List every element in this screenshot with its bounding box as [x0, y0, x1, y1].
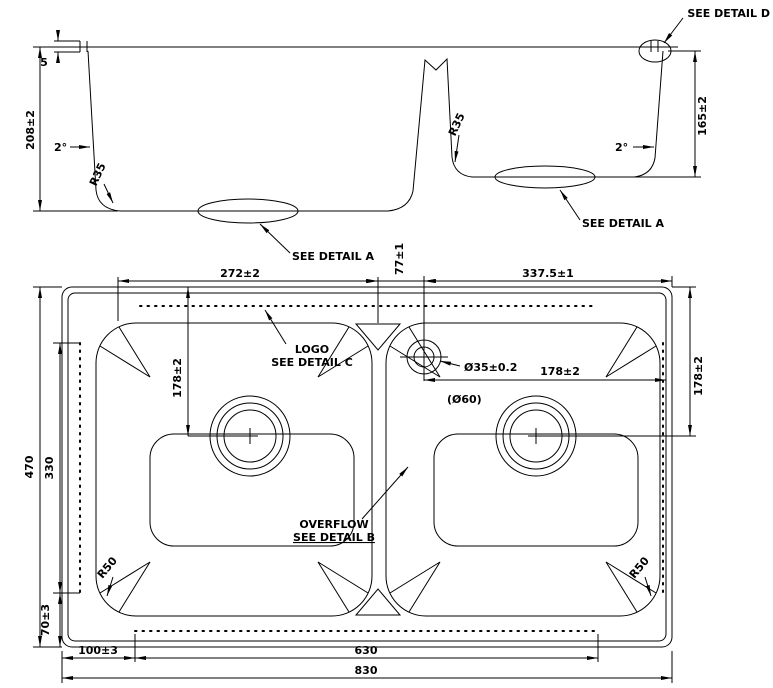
dim-165-label: 165±2 [696, 96, 709, 136]
see-detail-a-left-label: SEE DETAIL A [292, 250, 375, 263]
drain-detail-right-ellipse [494, 165, 596, 189]
dim-5-label: 5 [40, 56, 48, 69]
detail-d-circle [638, 39, 672, 63]
bead-strips [79, 305, 664, 632]
faucet-centerlines [400, 276, 448, 381]
r50-right-label: R50 [627, 554, 652, 581]
logo-detail-label: SEE DETAIL C [271, 356, 353, 369]
see-detail-a-right-label: SEE DETAIL A [582, 217, 665, 230]
divider-webs [354, 323, 402, 616]
see-detail-d-label: SEE DETAIL D [687, 7, 770, 20]
leader-see-detail-a-left [259, 223, 291, 254]
bowl-left-floor [149, 433, 355, 547]
plan-view [33, 276, 696, 683]
r35-right-label: R35 [446, 111, 468, 138]
section-bowl-outline [87, 50, 664, 212]
dim-830-label: 830 [355, 664, 378, 677]
bowl-left-outline [95, 322, 373, 617]
leader-see-detail-a-right [559, 189, 581, 221]
plan-extension-lines [33, 276, 696, 683]
dim-630-label: 630 [355, 644, 378, 657]
dim-100-label: 100±3 [78, 644, 118, 657]
sink-outer-edge [61, 286, 673, 648]
bowl-right-floor [433, 433, 639, 547]
faucet-dia-ref-label: (Ø60) [447, 393, 482, 406]
section-extension-lines [33, 40, 701, 212]
bowl-corner-slopes [99, 326, 657, 613]
plan-labels: 272±2 77±1 337.5±1 178±2 178±2 178±2 LOG… [23, 243, 705, 677]
dim-178-left-label: 178±2 [171, 358, 184, 398]
dim-330-label: 330 [43, 456, 56, 479]
leader-overflow [361, 466, 409, 520]
faucet-dia-label: Ø35±0.2 [464, 361, 517, 374]
dim-337-label: 337.5±1 [522, 267, 574, 280]
dim-208-label: 208±2 [24, 110, 37, 150]
sink-inner-rim [67, 292, 667, 642]
section-view [33, 17, 701, 254]
angle-right-label: 2° [615, 141, 628, 154]
faucet-hole [400, 276, 448, 381]
overflow-label: OVERFLOW [299, 518, 368, 531]
overflow-detail-label: SEE DETAIL B [293, 531, 375, 544]
logo-label: LOGO [295, 343, 329, 356]
dim-470-label: 470 [23, 455, 36, 478]
drain-right-centermark [528, 428, 544, 444]
leader-r35-left [103, 183, 114, 204]
r35-left-label: R35 [87, 161, 109, 188]
bowl-right-outline [385, 322, 661, 617]
leader-r50-left [106, 576, 114, 597]
leader-r50-right [644, 576, 652, 597]
drain-left-centermark [242, 428, 258, 444]
section-rim-line [62, 41, 678, 52]
leader-r35-right [454, 134, 460, 163]
leader-faucet-dia [439, 360, 461, 367]
r50-left-label: R50 [95, 554, 120, 581]
dim-70-label: 70±3 [39, 604, 52, 636]
drain-detail-left-ellipse [197, 198, 299, 224]
dim-178-mid-label: 178±2 [540, 365, 580, 378]
leader-see-detail-d [663, 17, 684, 44]
dim-77-label: 77±1 [393, 243, 406, 275]
dim-178-right-label: 178±2 [692, 356, 705, 396]
angle-left-label: 2° [54, 141, 67, 154]
dim-272-label: 272±2 [220, 267, 260, 280]
leader-logo [264, 309, 287, 345]
section-labels: SEE DETAIL D SEE DETAIL A SEE DETAIL A 2… [24, 7, 770, 263]
